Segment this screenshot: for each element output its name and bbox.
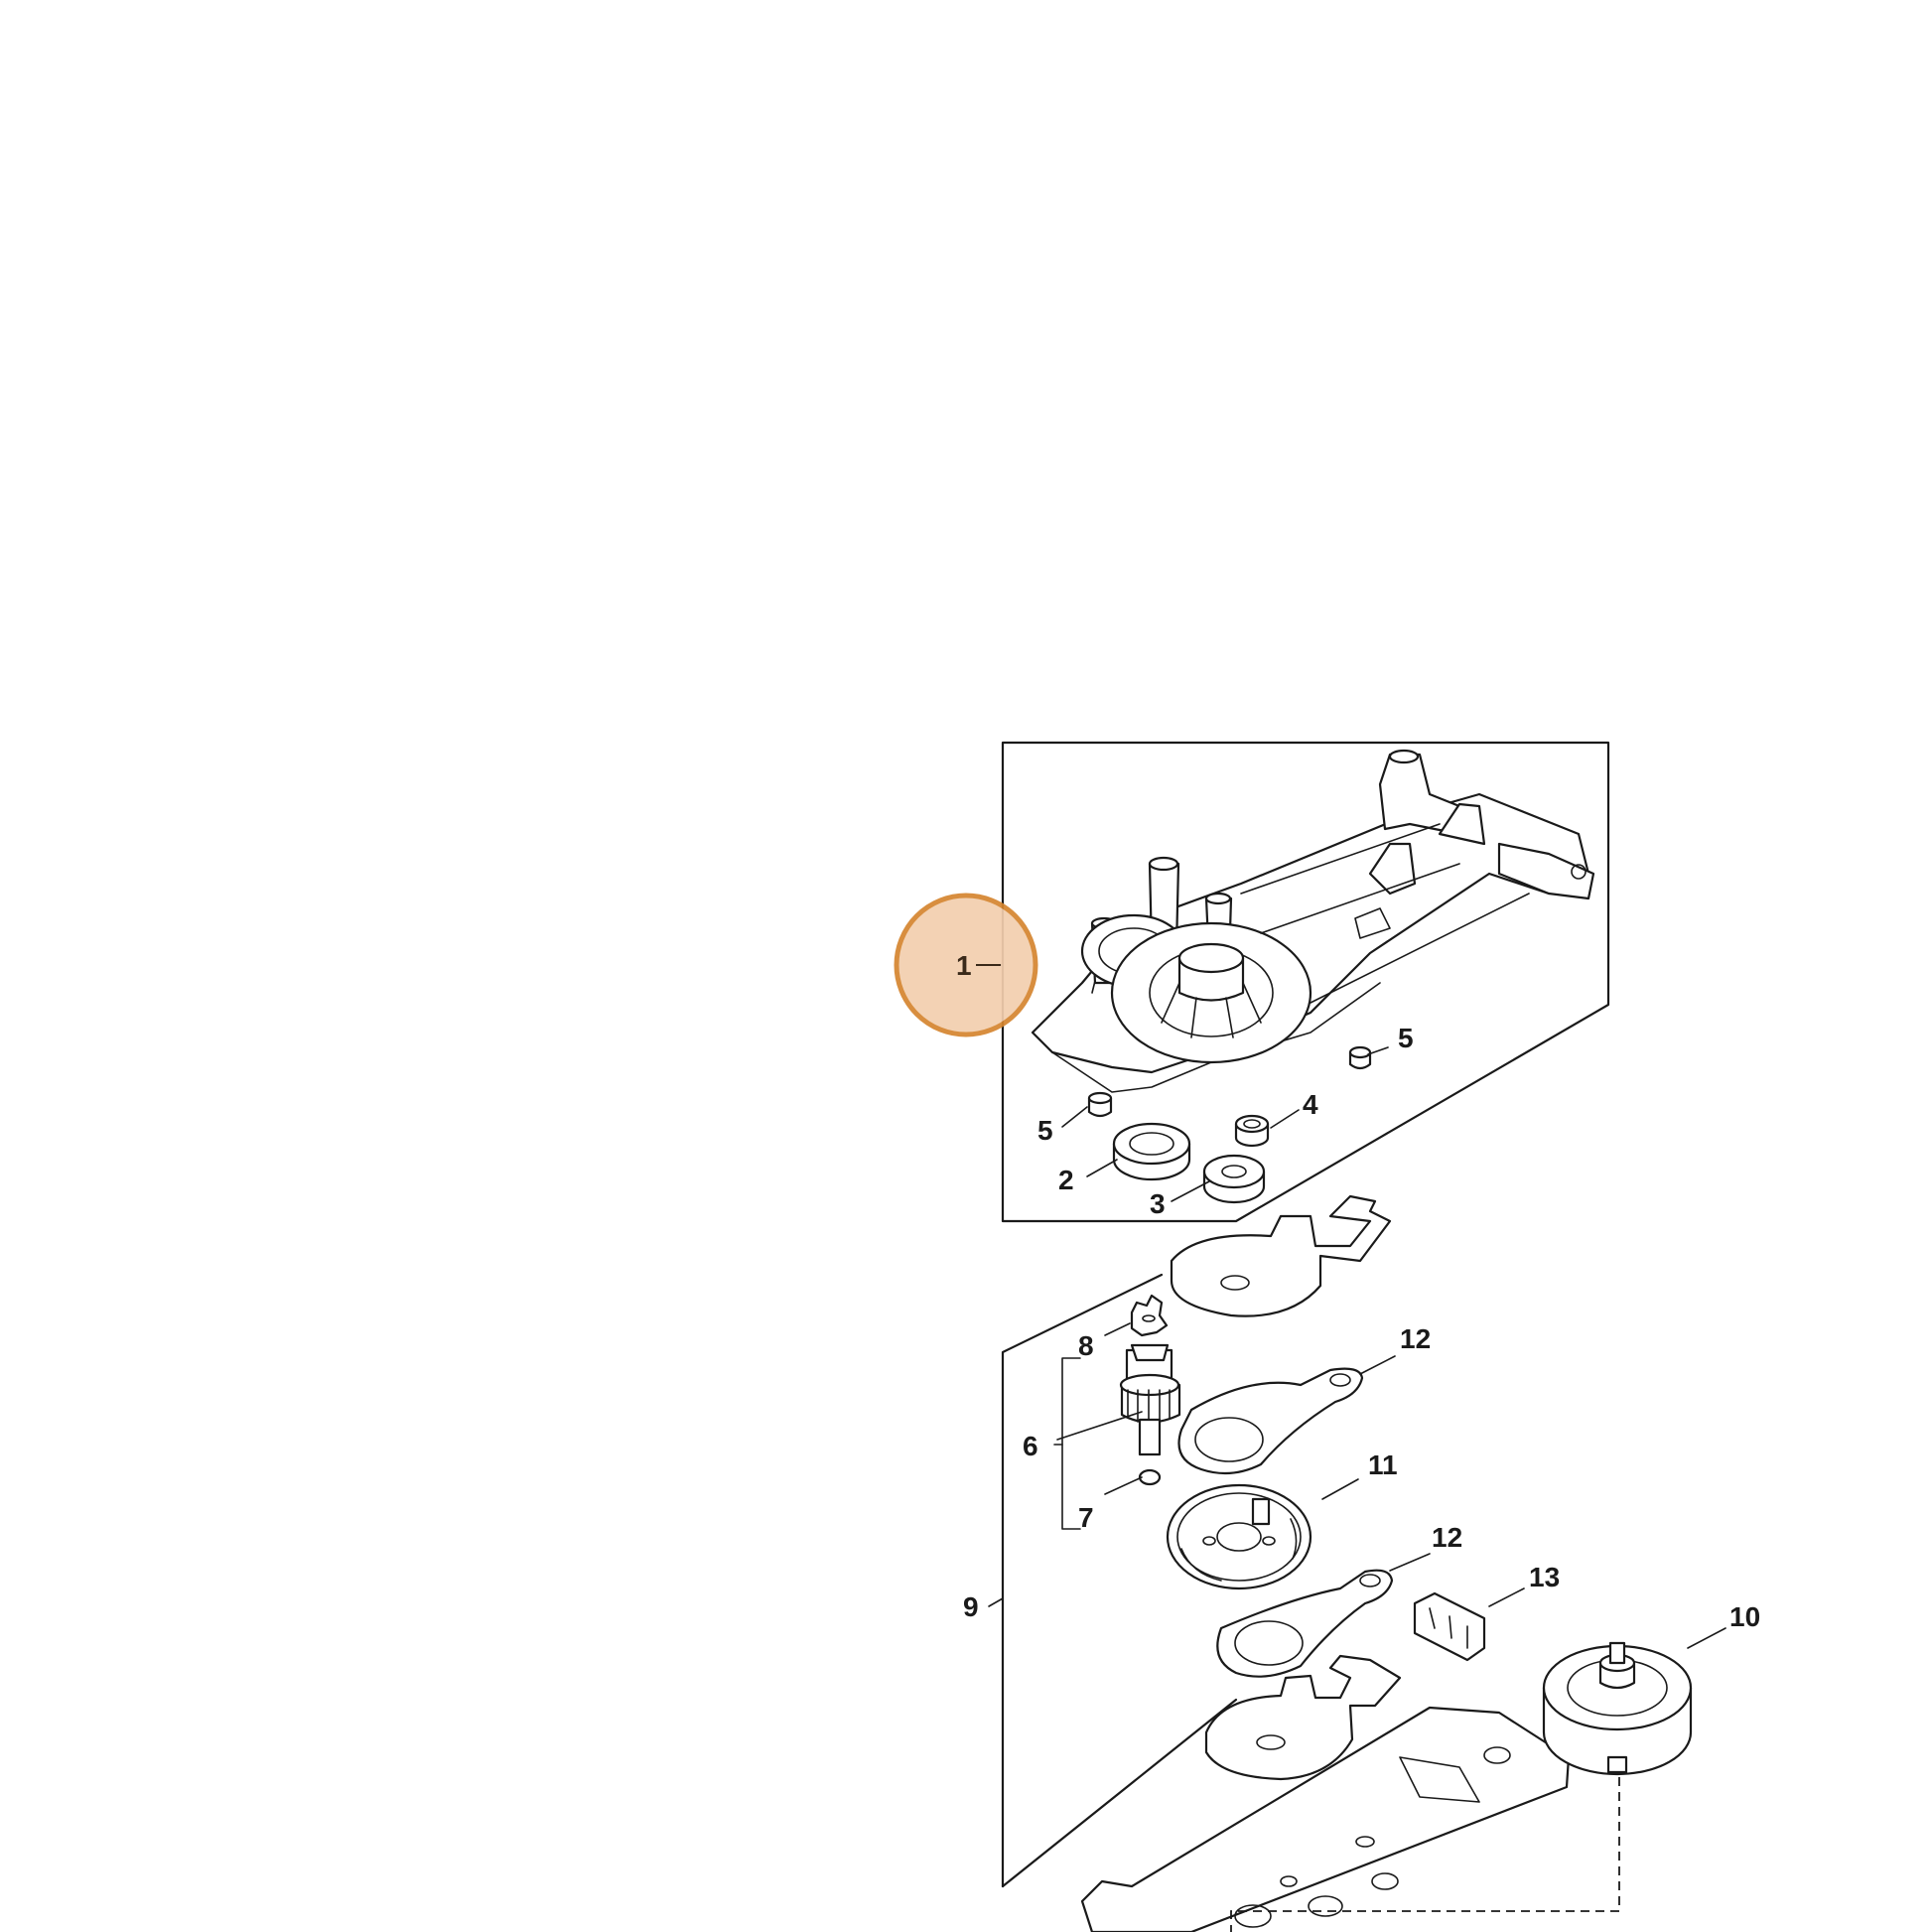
callout-6: 6 [1023,1431,1038,1461]
callout-7: 7 [1078,1502,1094,1533]
svg-text:9: 9 [963,1591,979,1622]
svg-text:11: 11 [1368,1449,1398,1480]
callout-3: 3 [1150,1188,1166,1219]
output-gear-10 [1542,1641,1693,1776]
svg-text:8: 8 [1078,1330,1094,1361]
o-ring-7 [1138,1468,1162,1486]
callout-5-right: 5 [1398,1023,1414,1053]
gear-housing [1031,749,1595,1093]
callout-2: 2 [1058,1165,1074,1195]
svg-text:5: 5 [1037,1115,1053,1146]
svg-text:12: 12 [1400,1323,1431,1354]
callout-12-lower: 12 [1432,1522,1462,1553]
lever-12-lower [1216,1569,1394,1678]
bushing-5-left [1087,1091,1113,1118]
svg-text:1: 1 [956,950,972,981]
hotspot-part-1[interactable]: 1 [894,893,1038,1037]
callout-12-upper: 12 [1400,1323,1431,1354]
gear-set-frame [1001,1273,1164,1888]
pinion-8 [1130,1294,1169,1337]
spur-gear-11 [1166,1483,1312,1590]
drive-shaft-6 [1119,1343,1181,1456]
bushing-5-right [1348,1045,1372,1070]
slide-plate-lower [1204,1654,1402,1781]
callout-9: 9 [963,1591,979,1622]
cover-plate [1080,1706,1571,1932]
callout-10: 10 [1729,1601,1760,1632]
svg-text:12: 12 [1432,1522,1462,1553]
ball-bearing-3 [1202,1154,1266,1204]
svg-text:7: 7 [1078,1502,1094,1533]
svg-text:10: 10 [1729,1601,1760,1632]
svg-text:5: 5 [1398,1023,1414,1053]
clip-13 [1413,1591,1486,1662]
callout-5-left: 5 [1037,1115,1053,1146]
lever-12-upper [1177,1367,1364,1475]
dashed-connector [1230,1777,1620,1932]
svg-text:4: 4 [1303,1089,1318,1120]
svg-text:13: 13 [1529,1562,1560,1592]
housing-group-frame [1001,741,1610,1223]
callout-8: 8 [1078,1330,1094,1361]
callout-13: 13 [1529,1562,1560,1592]
callout-4: 4 [1303,1089,1318,1120]
callout-11: 11 [1368,1449,1398,1480]
seal-ring-2 [1112,1122,1191,1181]
needle-bearing-4 [1234,1114,1270,1148]
svg-text:2: 2 [1058,1165,1074,1195]
svg-text:3: 3 [1150,1188,1166,1219]
svg-text:6: 6 [1023,1431,1038,1461]
slide-plate-upper [1170,1194,1392,1317]
